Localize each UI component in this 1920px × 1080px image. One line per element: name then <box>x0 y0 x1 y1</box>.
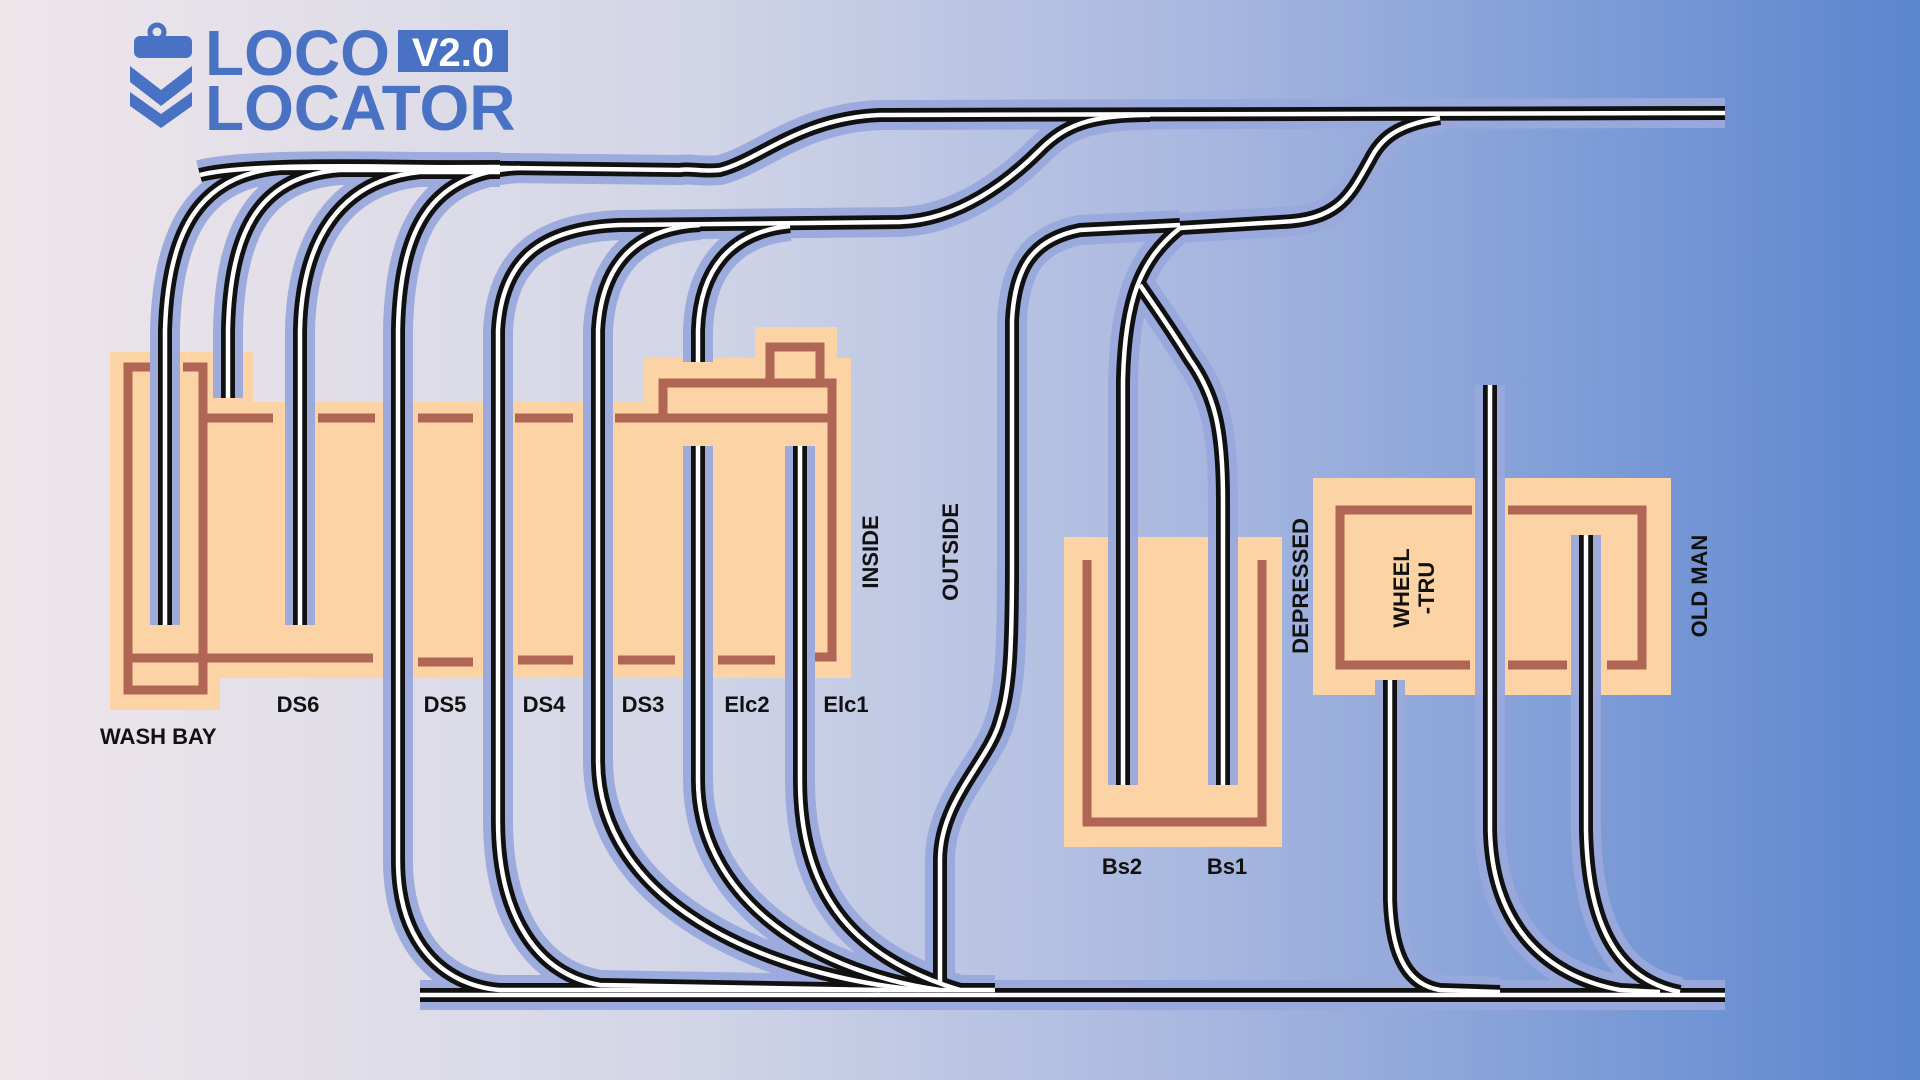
label-ds6[interactable]: DS6 <box>277 692 320 717</box>
depressed-building <box>1064 537 1282 847</box>
label-outside[interactable]: OUTSIDE <box>938 503 963 601</box>
label-bs2[interactable]: Bs2 <box>1102 854 1142 879</box>
label-depressed[interactable]: DEPRESSED <box>1288 518 1313 654</box>
label-bs1[interactable]: Bs1 <box>1207 854 1247 879</box>
label-wheel-line-1[interactable]: WHEEL <box>1389 548 1414 627</box>
label-elc1[interactable]: Elc1 <box>823 692 868 717</box>
label-old-man[interactable]: OLD MAN <box>1687 535 1712 638</box>
label-wheel-line-2[interactable]: -TRU <box>1414 562 1439 615</box>
location-labels: WASH BAY DS6 DS5 DS4 DS3 Elc2 Elc1 INSID… <box>100 503 1712 879</box>
label-inside[interactable]: INSIDE <box>858 515 883 588</box>
version-badge <box>398 30 508 72</box>
locator-badge-icon <box>130 22 192 128</box>
loco-locator-logo: LOCO LOCATOR V2.0 <box>130 17 516 144</box>
label-wash-bay[interactable]: WASH BAY <box>100 724 217 749</box>
label-ds5[interactable]: DS5 <box>424 692 467 717</box>
version-text: V2.0 <box>412 31 494 75</box>
label-elc2[interactable]: Elc2 <box>724 692 769 717</box>
logo-line-1: LOCO <box>205 17 390 89</box>
logo-line-2: LOCATOR <box>205 72 516 144</box>
label-ds3[interactable]: DS3 <box>622 692 665 717</box>
label-ds4[interactable]: DS4 <box>523 692 567 717</box>
